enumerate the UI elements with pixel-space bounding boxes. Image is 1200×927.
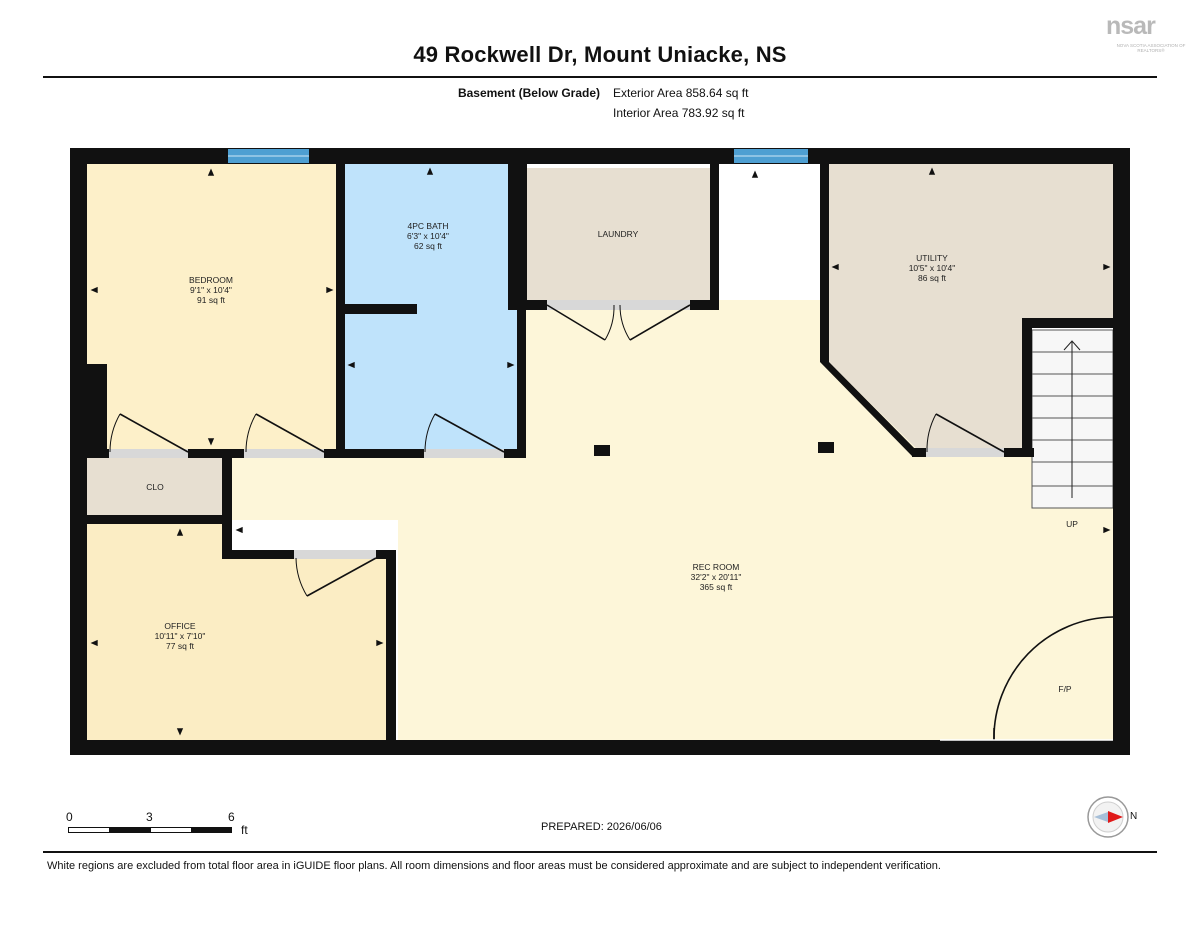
disclaimer: White regions are excluded from total fl… [47, 860, 941, 872]
scale-bar: 0 3 6 ft [60, 806, 260, 846]
room-name: UTILITY [916, 253, 948, 263]
compass-icon [1087, 796, 1129, 838]
laundry-fill [527, 168, 710, 300]
dimension-arrow [207, 438, 215, 446]
laundry-label: LAUNDRY [598, 229, 638, 239]
dimension-arrow [176, 528, 184, 536]
room-area: 62 sq ft [414, 241, 442, 251]
bath-fill [345, 164, 517, 450]
dimension-arrow [1103, 263, 1111, 271]
dimension-arrow [235, 526, 243, 534]
scale-bar-graphic [68, 827, 232, 833]
room-area: 86 sq ft [918, 273, 946, 283]
dimension-arrow [426, 167, 434, 175]
page-title: 49 Rockwell Dr, Mount Uniacke, NS [413, 42, 787, 67]
room-area: 77 sq ft [166, 641, 194, 651]
dimension-arrow [751, 170, 759, 178]
door-swings [109, 304, 1005, 597]
logo-text: nsar [1106, 12, 1156, 40]
walls [70, 148, 1130, 755]
exterior-area: Exterior Area 858.64 sq ft [613, 86, 749, 100]
dimension-arrow [326, 286, 334, 294]
dimension-arrow [507, 361, 515, 369]
dimension-arrow [831, 263, 839, 271]
bedroom-fill [87, 164, 336, 450]
fireplace [940, 616, 1114, 741]
prepared-date: PREPARED: 2026/06/06 [541, 821, 662, 833]
dimension-arrow [90, 639, 98, 647]
closet-fill [87, 458, 222, 515]
dimension-arrow [90, 286, 98, 294]
dimension-arrow [928, 167, 936, 175]
room-dimensions: 10'5" x 10'4" [908, 263, 956, 273]
bath-label: 4PC BATH 6'3" x 10'4" 62 sq ft [407, 221, 449, 251]
windows [228, 149, 808, 163]
interior-area: Interior Area 783.92 sq ft [613, 106, 745, 120]
room-name: REC ROOM [692, 562, 740, 572]
rec-room-label: REC ROOM 32'2" x 20'11" 365 sq ft [691, 562, 742, 592]
dimension-arrow [176, 728, 184, 736]
utility-label: UTILITY 10'5" x 10'4" 86 sq ft [909, 253, 956, 283]
utility-fill [829, 164, 1113, 450]
room-name: BEDROOM [189, 275, 233, 285]
scale-tick-3: 3 [146, 810, 153, 824]
dimension-arrow [207, 168, 215, 176]
door-thresholds [109, 300, 1004, 559]
dimension-arrow [347, 361, 355, 369]
header-rule [43, 76, 1157, 78]
realtor-logo: nsar NOVA SCOTIA ASSOCIATION OF REALTORS… [1106, 12, 1192, 56]
staircase [1031, 329, 1114, 509]
office-label: OFFICE 10'11" x 7'10" 77 sq ft [155, 621, 206, 651]
room-dimensions: 32'2" x 20'11" [690, 572, 742, 582]
room-dimensions: 6'3" x 10'4" [407, 231, 449, 241]
room-area: 91 sq ft [197, 295, 225, 305]
scale-unit: ft [241, 823, 248, 837]
room-name: CLO [146, 482, 164, 492]
floor-label: Basement (Below Grade) [457, 86, 600, 100]
dimension-arrow [1103, 526, 1111, 534]
compass: N [1086, 795, 1142, 839]
dimension-arrows [90, 167, 1111, 736]
footer-rule [43, 851, 1157, 853]
bedroom-label: BEDROOM 9'1" x 10'4" 91 sq ft [189, 275, 233, 305]
room-dimensions: 9'1" x 10'4" [190, 285, 232, 295]
compass-north-label: N [1130, 811, 1138, 822]
room-name: LAUNDRY [597, 229, 639, 239]
logo-subtext: NOVA SCOTIA ASSOCIATION OF REALTORS® [1116, 43, 1186, 53]
fireplace-label: F/P [1058, 684, 1072, 694]
room-name: 4PC BATH [407, 221, 449, 231]
scale-tick-0: 0 [66, 810, 73, 824]
office-fill [87, 524, 386, 740]
closet-label: CLO [146, 482, 163, 492]
room-name: OFFICE [164, 621, 196, 631]
stairs-up-label: UP [1066, 519, 1078, 529]
dimension-arrow [376, 639, 384, 647]
scale-tick-6: 6 [228, 810, 235, 824]
room-area: 365 sq ft [699, 582, 733, 592]
room-dimensions: 10'11" x 7'10" [154, 631, 206, 641]
